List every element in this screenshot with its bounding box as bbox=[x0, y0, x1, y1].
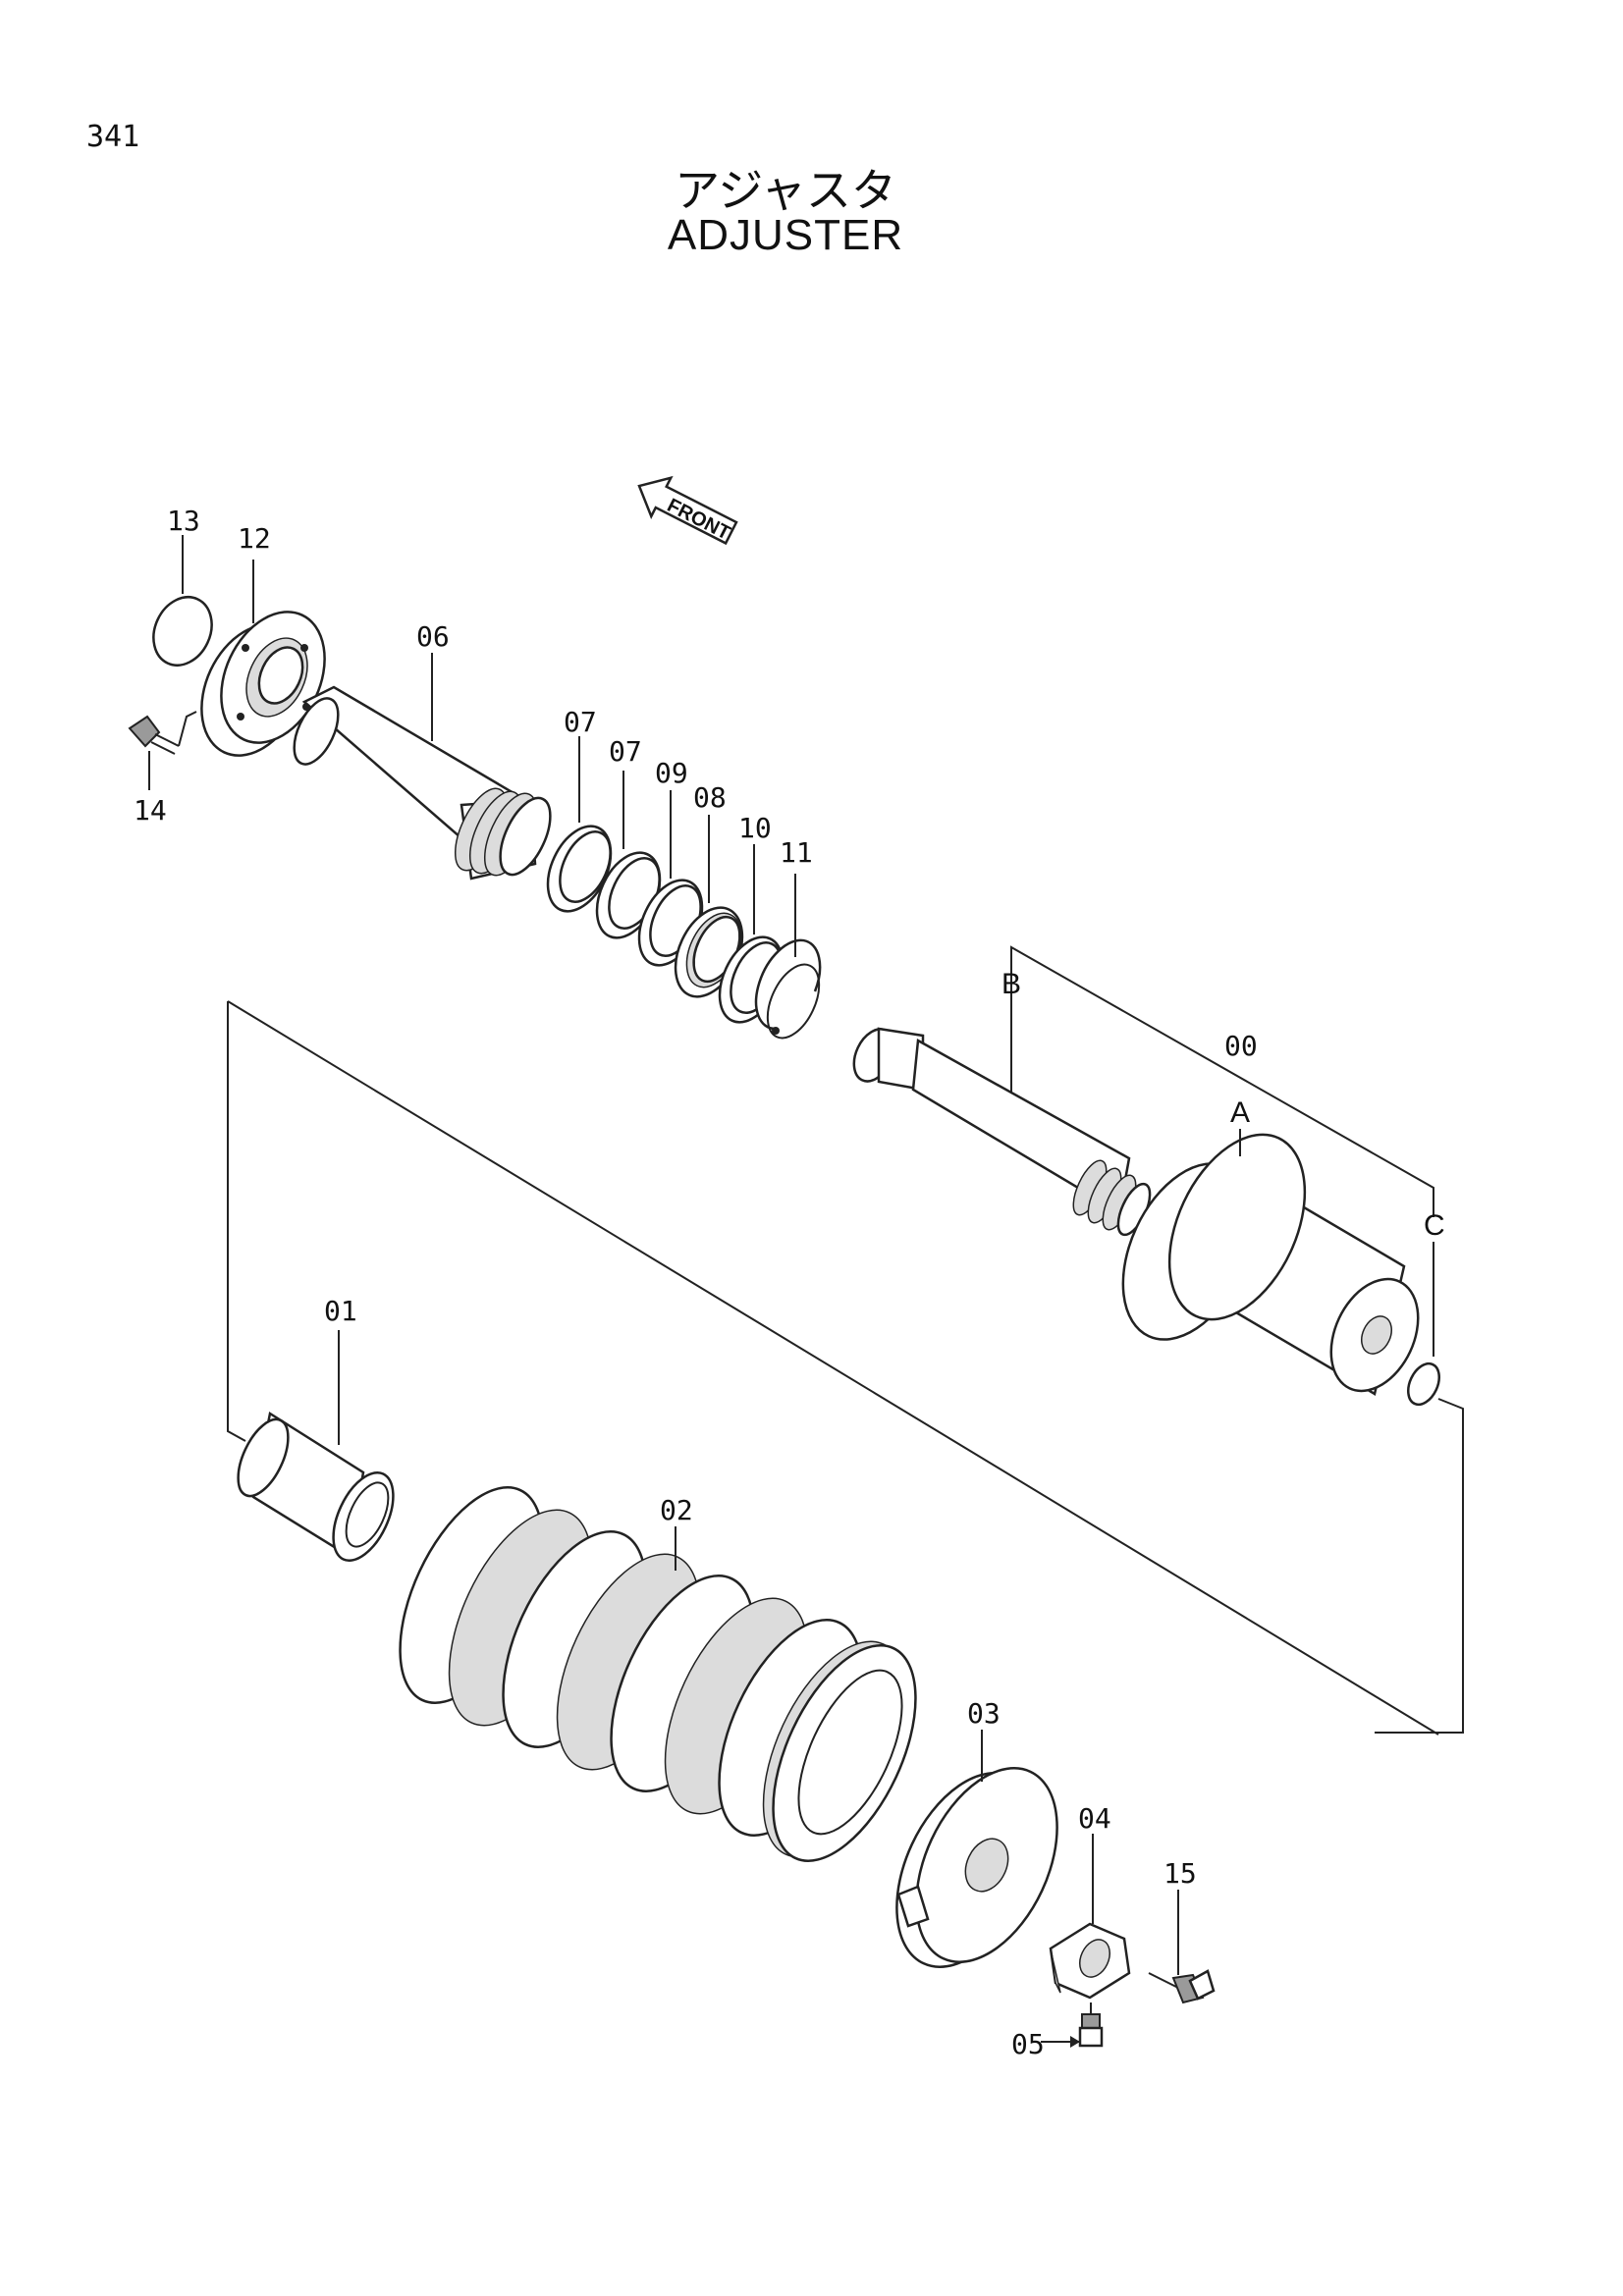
label-06: 06 bbox=[416, 620, 450, 653]
front-arrow: FRONT bbox=[637, 475, 738, 546]
part-04-nut bbox=[1049, 1834, 1131, 2000]
label-01: 01 bbox=[324, 1295, 357, 1327]
part-labels: 13 12 14 06 07 07 09 08 10 11 B 00 A C 0… bbox=[134, 505, 1445, 2060]
part-a-cylinder bbox=[1121, 1129, 1420, 1396]
rings-group bbox=[546, 736, 822, 1040]
label-07a: 07 bbox=[564, 706, 597, 738]
label-A: A bbox=[1230, 1096, 1250, 1129]
assembly-bracket bbox=[227, 1000, 1439, 1735]
label-05: 05 bbox=[1011, 2028, 1045, 2060]
part-15-valve bbox=[1148, 1890, 1216, 2004]
label-00: 00 bbox=[1224, 1030, 1258, 1062]
label-08: 08 bbox=[693, 781, 727, 814]
label-02: 02 bbox=[660, 1494, 693, 1526]
thread-06 bbox=[454, 787, 552, 877]
label-13: 13 bbox=[167, 505, 200, 537]
part-14-bolt bbox=[128, 711, 197, 790]
part-11-snap-ring bbox=[754, 874, 822, 1040]
label-14: 14 bbox=[134, 794, 167, 827]
label-03: 03 bbox=[967, 1697, 1001, 1730]
part-03-plate bbox=[895, 1730, 1058, 1968]
label-11: 11 bbox=[780, 836, 813, 869]
part-c-o-ring bbox=[1375, 1242, 1464, 1734]
label-12: 12 bbox=[238, 522, 271, 555]
label-07b: 07 bbox=[609, 735, 642, 768]
part-b-rod bbox=[852, 945, 1434, 1237]
label-C: C bbox=[1424, 1209, 1445, 1242]
part-07a-ring bbox=[546, 736, 613, 913]
part-01-sleeve bbox=[237, 1330, 395, 1563]
thread-b bbox=[1072, 1159, 1152, 1237]
label-B: B bbox=[1001, 968, 1021, 1000]
label-04: 04 bbox=[1078, 1802, 1111, 1835]
part-05-fitting bbox=[1041, 2002, 1104, 2048]
title-japanese: アジャスタ bbox=[675, 164, 896, 217]
part-02-spring bbox=[399, 1486, 917, 1862]
label-09: 09 bbox=[655, 757, 688, 789]
part-13-o-ring bbox=[152, 535, 213, 667]
part-06-piston bbox=[293, 653, 552, 881]
page-number: 341 bbox=[86, 120, 140, 154]
label-15: 15 bbox=[1163, 1857, 1197, 1890]
part-12-flange bbox=[200, 560, 326, 757]
title-english: ADJUSTER bbox=[667, 211, 904, 259]
label-10: 10 bbox=[738, 812, 772, 844]
